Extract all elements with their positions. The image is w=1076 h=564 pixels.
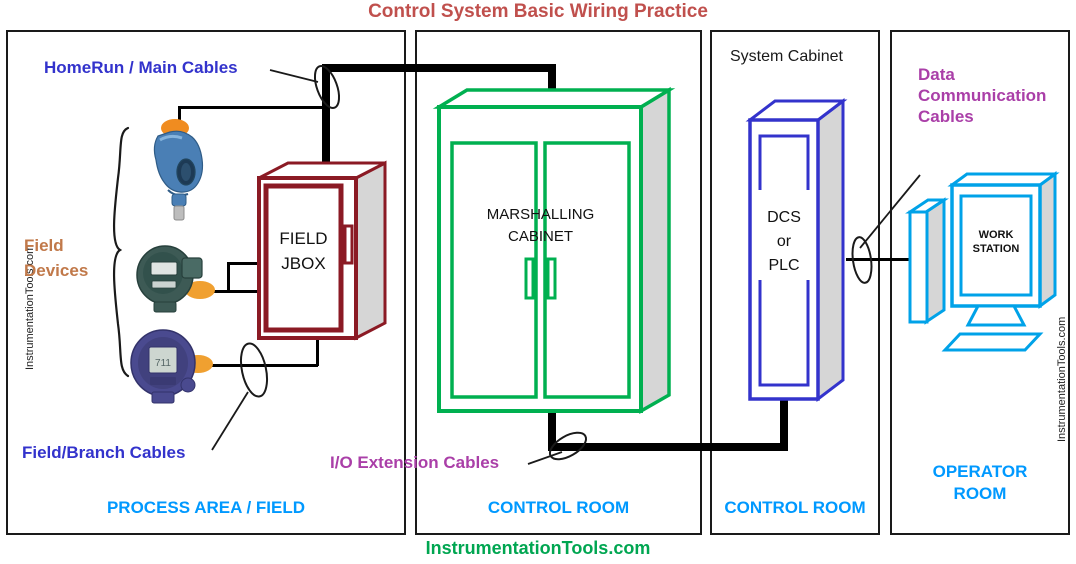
io-extension-cable-drop bbox=[548, 403, 556, 451]
dcs-plc-cabinet bbox=[745, 97, 848, 403]
operator-workstation bbox=[905, 171, 1060, 352]
panel-control-room-marshalling bbox=[415, 30, 702, 535]
panel-label-operator-room-line2: ROOM bbox=[953, 484, 1007, 503]
workstation-label-line1: WORK bbox=[978, 229, 1014, 241]
field-jbox-label-line2: JBOX bbox=[281, 254, 326, 273]
panel-label-operator-room-line1: OPERATOR bbox=[932, 462, 1028, 481]
callout-data-communication-cables: Data Communication Cables bbox=[918, 64, 1046, 127]
leader-data-comm bbox=[859, 174, 921, 249]
field-jbox bbox=[257, 160, 387, 341]
field-device-field-indicator: 711 bbox=[130, 329, 213, 404]
homerun-cable-riser bbox=[322, 64, 330, 184]
footer-site-link[interactable]: InstrumentationTools.com bbox=[425, 538, 651, 558]
branch-cable-device3-horizontal bbox=[205, 364, 318, 367]
branch-cable-device2-riser bbox=[227, 262, 230, 292]
io-extension-cable-horizontal bbox=[548, 443, 788, 451]
field-device-temperature-transmitter bbox=[136, 245, 215, 313]
panel-control-room-system bbox=[710, 30, 880, 535]
cable-loop-marker-homerun bbox=[313, 65, 341, 109]
branch-cable-device3-riser bbox=[316, 330, 319, 366]
svg-text:711: 711 bbox=[155, 358, 171, 369]
leader-field-branch bbox=[211, 391, 249, 451]
data-comm-cable bbox=[846, 258, 926, 261]
marshalling-cabinet bbox=[432, 86, 676, 415]
dcs-plc-label-line2: or bbox=[776, 233, 792, 250]
io-extension-cable-riser-dcs bbox=[780, 398, 788, 451]
marshalling-cabinet-label-line1: MARSHALLING bbox=[486, 206, 595, 223]
branch-cable-device1-horizontal bbox=[178, 106, 326, 109]
cable-loop-marker-io-extension bbox=[548, 431, 588, 461]
panel-label-process-area: PROCESS AREA / FIELD bbox=[106, 498, 306, 517]
callout-field-branch-cables: Field/Branch Cables bbox=[22, 443, 186, 462]
leader-io-extension bbox=[527, 451, 563, 465]
panel-process-area bbox=[6, 30, 406, 535]
page-title: Control System Basic Wiring Practice bbox=[368, 1, 708, 22]
cable-loop-marker-data-comm bbox=[851, 236, 873, 284]
panel-label-control-room-2: CONTROL ROOM bbox=[724, 498, 866, 517]
callout-data-comm-line2: Communication bbox=[918, 86, 1047, 105]
field-jbox-label-line1: FIELD bbox=[279, 229, 328, 248]
callout-system-cabinet: System Cabinet bbox=[730, 48, 843, 65]
cable-loop-marker-branch bbox=[239, 342, 269, 398]
callout-field-devices-line2: Devices bbox=[24, 261, 89, 280]
dcs-plc-label-line3: PLC bbox=[768, 257, 800, 274]
workstation-label-line2: STATION bbox=[972, 243, 1020, 255]
dcs-plc-label-line1: DCS bbox=[767, 209, 801, 226]
panel-label-control-room-1: CONTROL ROOM bbox=[487, 498, 630, 517]
callout-io-extension-cables: I/O Extension Cables bbox=[330, 453, 500, 472]
callout-homerun-cables: HomeRun / Main Cables bbox=[44, 58, 238, 77]
homerun-cable-horizontal bbox=[322, 64, 556, 72]
callout-field-devices-line1: Field bbox=[24, 236, 64, 255]
branch-cable-device2-top bbox=[227, 262, 267, 265]
branch-cable-device1-drop bbox=[178, 106, 181, 126]
marshalling-cabinet-label-line2: CABINET bbox=[507, 228, 573, 245]
panel-operator-room bbox=[890, 30, 1070, 535]
callout-data-comm-line1: Data bbox=[918, 65, 955, 84]
callout-field-devices: Field Devices bbox=[24, 233, 88, 283]
field-devices-brace bbox=[112, 126, 130, 378]
callout-data-comm-line3: Cables bbox=[918, 107, 974, 126]
field-device-pressure-transmitter bbox=[153, 119, 204, 221]
leader-homerun bbox=[269, 69, 319, 83]
